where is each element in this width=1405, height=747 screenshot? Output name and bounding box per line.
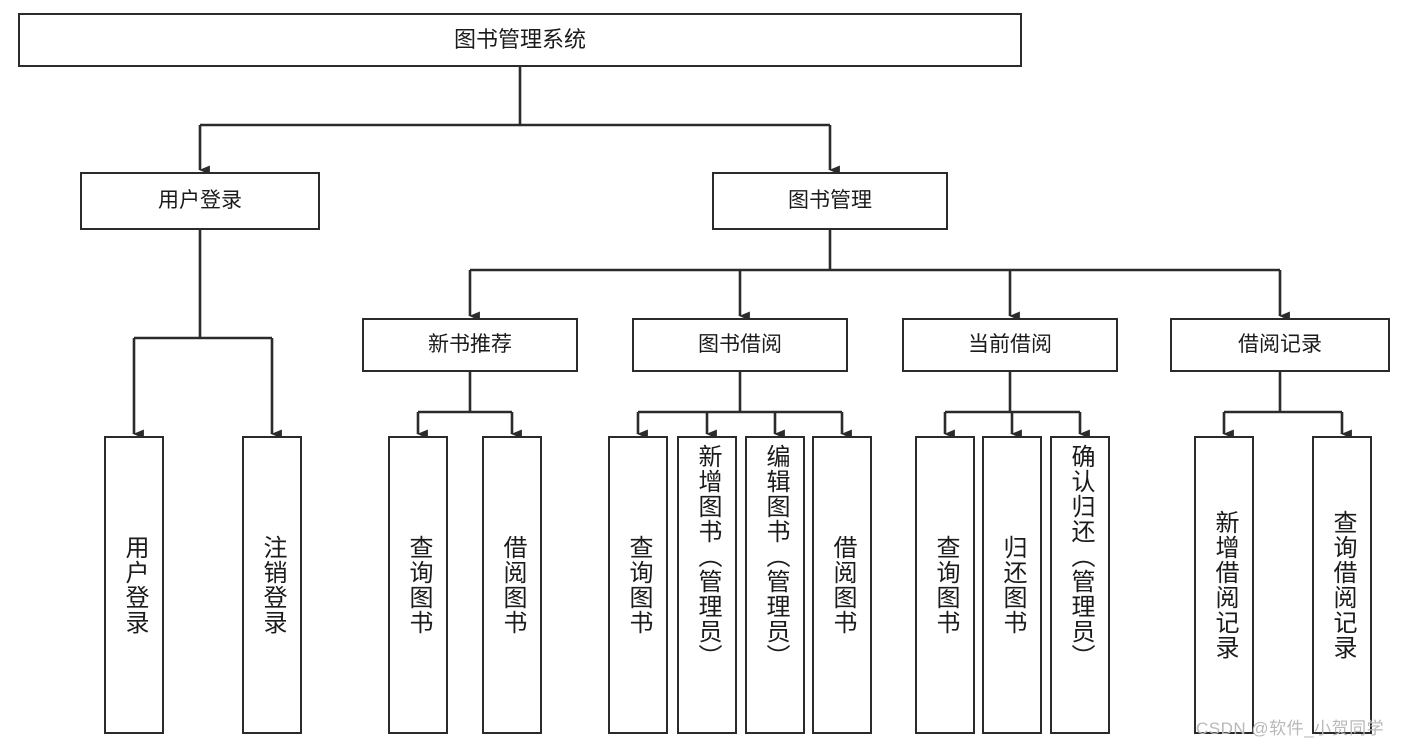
node-root[interactable]: 图书管理系统 — [18, 13, 1022, 67]
node-label: 用户登录 — [158, 188, 242, 212]
node-user-login[interactable]: 用户登录 — [80, 172, 320, 230]
node-new-book-recommend[interactable]: 新书推荐 — [362, 318, 578, 372]
node-label: 新增图书（管理员） — [694, 444, 721, 669]
node-label: 图书管理系统 — [453, 27, 586, 53]
node-leaf-borrow-book-2[interactable]: 借阅图书 — [812, 436, 872, 734]
node-label: 借阅图书 — [499, 535, 526, 635]
node-label: 查询图书 — [625, 535, 652, 635]
node-leaf-edit-book[interactable]: 编辑图书（管理员） — [745, 436, 805, 734]
node-leaf-add-book[interactable]: 新增图书（管理员） — [677, 436, 737, 734]
node-leaf-query-book-1[interactable]: 查询图书 — [388, 436, 448, 734]
node-label: 图书管理 — [788, 188, 872, 212]
node-leaf-user-login[interactable]: 用户登录 — [104, 436, 164, 734]
node-label: 借阅记录 — [1238, 332, 1322, 356]
node-leaf-add-record[interactable]: 新增借阅记录 — [1194, 436, 1254, 734]
node-label: 新书推荐 — [428, 332, 512, 356]
node-book-borrow[interactable]: 图书借阅 — [632, 318, 848, 372]
node-leaf-borrow-book-1[interactable]: 借阅图书 — [482, 436, 542, 734]
node-label: 新增借阅记录 — [1211, 510, 1238, 660]
node-label: 当前借阅 — [968, 332, 1052, 356]
node-label: 图书借阅 — [698, 332, 782, 356]
node-leaf-return-book[interactable]: 归还图书 — [982, 436, 1042, 734]
node-borrow-record[interactable]: 借阅记录 — [1170, 318, 1390, 372]
node-leaf-query-book-3[interactable]: 查询图书 — [915, 436, 975, 734]
node-label: 归还图书 — [999, 535, 1026, 635]
node-label: 借阅图书 — [829, 535, 856, 635]
node-leaf-confirm-return[interactable]: 确认归还（管理员） — [1050, 436, 1110, 734]
node-leaf-user-logout[interactable]: 注销登录 — [242, 436, 302, 734]
node-current-borrow[interactable]: 当前借阅 — [902, 318, 1118, 372]
node-label: 用户登录 — [121, 535, 148, 635]
node-label: 查询图书 — [405, 535, 432, 635]
node-label: 确认归还（管理员） — [1067, 444, 1094, 669]
node-label: 注销登录 — [259, 535, 286, 635]
node-label: 查询图书 — [932, 535, 959, 635]
node-book-manage[interactable]: 图书管理 — [712, 172, 948, 230]
node-leaf-query-record[interactable]: 查询借阅记录 — [1312, 436, 1372, 734]
node-label: 编辑图书（管理员） — [762, 444, 789, 669]
node-label: 查询借阅记录 — [1329, 510, 1356, 660]
node-leaf-query-book-2[interactable]: 查询图书 — [608, 436, 668, 734]
